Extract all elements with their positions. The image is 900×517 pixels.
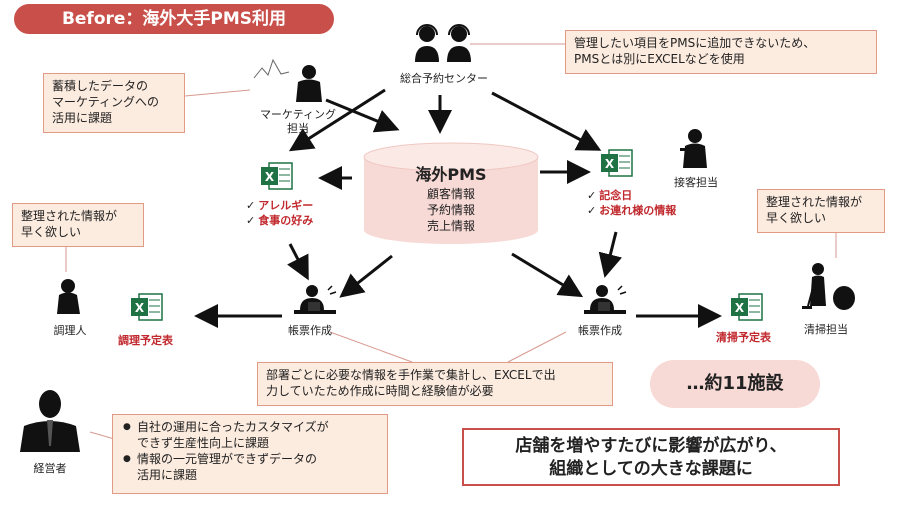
reception-label: 接客担当 bbox=[674, 176, 718, 189]
call-center-note: 管理したい項目をPMSに追加できないため、 PMSとは別にEXCELなどを使用 bbox=[565, 30, 877, 74]
arrow-pms-form-left bbox=[339, 254, 393, 298]
reception-staff-icon bbox=[680, 129, 707, 168]
facility-count: …約11施設 bbox=[650, 360, 820, 408]
list-item: ✓お連れ様の情報 bbox=[587, 204, 677, 217]
svg-text:X: X bbox=[265, 170, 275, 184]
list-item: ✓食事の好み bbox=[246, 214, 314, 227]
clean-schedule-label: 清掃予定表 bbox=[716, 331, 771, 344]
marketer-icon bbox=[296, 65, 322, 102]
arrow-excel-form-right bbox=[598, 231, 623, 278]
call-center-label: 総合予約センター bbox=[400, 72, 488, 85]
pms-title: 海外PMS bbox=[415, 165, 487, 184]
right-check-list: ✓記念日 ✓お連れ様の情報 bbox=[587, 188, 676, 218]
svg-text:X: X bbox=[605, 157, 615, 171]
list-item: ✓アレルギー bbox=[246, 199, 314, 212]
form-right-label: 帳票作成 bbox=[578, 324, 622, 337]
form-left-label: 帳票作成 bbox=[288, 324, 332, 337]
svg-text:X: X bbox=[135, 301, 145, 315]
marketing-label: マーケティング 担当 bbox=[259, 108, 337, 135]
excel-icon: X bbox=[131, 293, 163, 321]
pms-item: 予約情報 bbox=[426, 203, 475, 217]
excel-icon: X bbox=[261, 162, 293, 190]
marketing-note: 蓄積したデータの マーケティングへの 活用に課題 bbox=[43, 73, 185, 133]
pms-cylinder bbox=[363, 142, 539, 244]
arrow-marketing-pms bbox=[325, 98, 400, 133]
cleaner-label: 清掃担当 bbox=[804, 323, 848, 336]
executive-label: 経営者 bbox=[33, 462, 67, 475]
desk-worker-icon bbox=[294, 285, 337, 314]
arrow-to-reception bbox=[491, 91, 602, 151]
cook-icon bbox=[57, 279, 80, 314]
cleaner-note: 整理された情報が 早く欲しい bbox=[757, 189, 885, 233]
excel-icon: X bbox=[731, 293, 763, 321]
svg-text:X: X bbox=[735, 301, 745, 315]
arrow-pms-form-right bbox=[511, 252, 584, 298]
check-icon: ✓ bbox=[587, 189, 597, 202]
pms-item: 売上情報 bbox=[426, 219, 475, 233]
left-check-list: ✓アレルギー ✓食事の好み bbox=[246, 198, 313, 228]
operator-icon bbox=[415, 24, 471, 62]
cook-note: 整理された情報が 早く欲しい bbox=[12, 203, 144, 247]
form-note: 部署ごとに必要な情報を手作業で集計し、EXCELで出 力していたため作成に時間と… bbox=[257, 362, 613, 406]
cook-label: 調理人 bbox=[53, 324, 87, 337]
pms-label: 海外PMS 顧客情報 予約情報 売上情報 bbox=[386, 164, 516, 234]
cook-schedule-label: 調理予定表 bbox=[118, 334, 173, 347]
list-item: ✓記念日 bbox=[587, 189, 633, 202]
pms-item: 顧客情報 bbox=[426, 187, 475, 201]
cleaner-icon bbox=[802, 263, 855, 310]
arrow-to-left bbox=[288, 88, 386, 152]
arrow-excel-form-left bbox=[287, 243, 309, 281]
desk-worker-icon bbox=[584, 285, 627, 314]
conclusion-box: 店舗を増やすたびに影響が広がり、 組織としての大きな課題に bbox=[462, 428, 840, 486]
check-icon: ✓ bbox=[246, 214, 256, 227]
check-icon: ✓ bbox=[246, 199, 256, 212]
check-icon: ✓ bbox=[587, 204, 597, 217]
executive-icon bbox=[20, 390, 80, 452]
excel-icon: X bbox=[601, 149, 633, 177]
page-title: Before：海外大手PMS利用 bbox=[14, 4, 334, 34]
chart-icon bbox=[253, 58, 290, 79]
